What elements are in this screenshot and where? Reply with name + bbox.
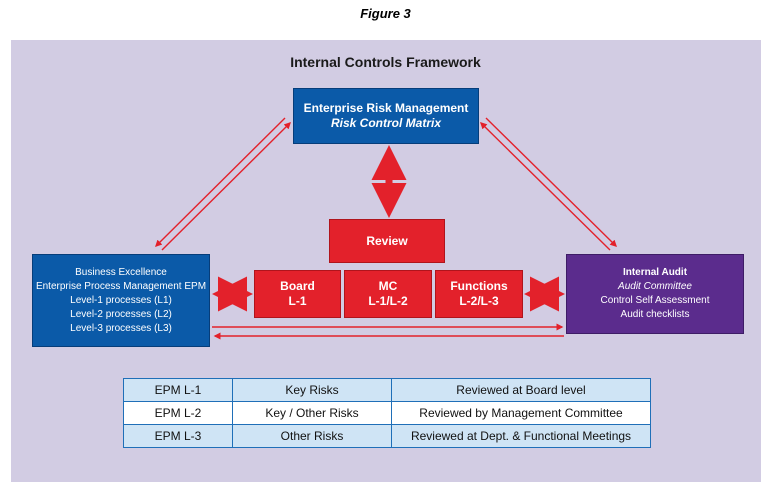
risks-cell: Key / Other Risks	[232, 401, 392, 425]
ia-self-assessment: Control Self Assessment	[600, 295, 710, 306]
diagram-title: Internal Controls Framework	[290, 54, 481, 70]
review-cell: Reviewed at Dept. & Functional Meetings	[391, 424, 651, 448]
epm-level-cell: EPM L-2	[123, 401, 233, 425]
mc-level: L-1/L-2	[368, 294, 408, 308]
board-level: L-1	[288, 294, 307, 308]
epm-level-cell: EPM L-3	[123, 424, 233, 448]
be-to-erm-arrow	[161, 122, 291, 251]
erm-to-be-arrow	[155, 117, 286, 247]
ia-to-erm-arrow	[480, 122, 611, 251]
functions-box: Functions L-2/L-3	[435, 270, 523, 318]
erm-subtitle: Risk Control Matrix	[330, 116, 441, 130]
epm-level-cell: EPM L-1	[123, 378, 233, 402]
risks-cell: Other Risks	[232, 424, 392, 448]
table-row: EPM L-1 Key Risks Reviewed at Board leve…	[123, 378, 651, 402]
risks-cell: Key Risks	[232, 378, 392, 402]
ia-title: Internal Audit	[622, 267, 688, 278]
functions-title: Functions	[450, 279, 508, 293]
ia-checklists: Audit checklists	[620, 309, 690, 320]
epm-legend-table: EPM L-1 Key Risks Reviewed at Board leve…	[123, 378, 651, 448]
review-cell: Reviewed by Management Committee	[391, 401, 651, 425]
be-line-5: Level-3 processes (L3)	[70, 322, 172, 334]
board-title: Board	[280, 279, 315, 293]
internal-audit-box: Internal Audit Audit Committee Control S…	[566, 254, 744, 334]
erm-box: Enterprise Risk Management Risk Control …	[293, 88, 479, 144]
be-line-1: Business Excellence	[75, 266, 167, 278]
functions-level: L-2/L-3	[459, 294, 499, 308]
mc-box: MC L-1/L-2	[344, 270, 432, 318]
ia-audit-committee: Audit Committee	[618, 281, 692, 292]
table-row: EPM L-3 Other Risks Reviewed at Dept. & …	[123, 424, 651, 448]
board-box: Board L-1	[254, 270, 341, 318]
erm-title: Enterprise Risk Management	[303, 101, 469, 115]
review-box: Review	[329, 219, 445, 263]
be-line-4: Level-2 processes (L2)	[70, 308, 172, 320]
review-cell: Reviewed at Board level	[391, 378, 651, 402]
table-row: EPM L-2 Key / Other Risks Reviewed by Ma…	[123, 401, 651, 425]
figure-caption: Figure 3	[360, 6, 411, 21]
be-line-3: Level-1 processes (L1)	[70, 294, 172, 306]
be-line-2: Enterprise Process Management EPM	[35, 280, 207, 292]
mc-title: MC	[378, 279, 398, 293]
erm-to-ia-arrow	[485, 117, 617, 247]
business-excellence-box: Business Excellence Enterprise Process M…	[32, 254, 210, 347]
